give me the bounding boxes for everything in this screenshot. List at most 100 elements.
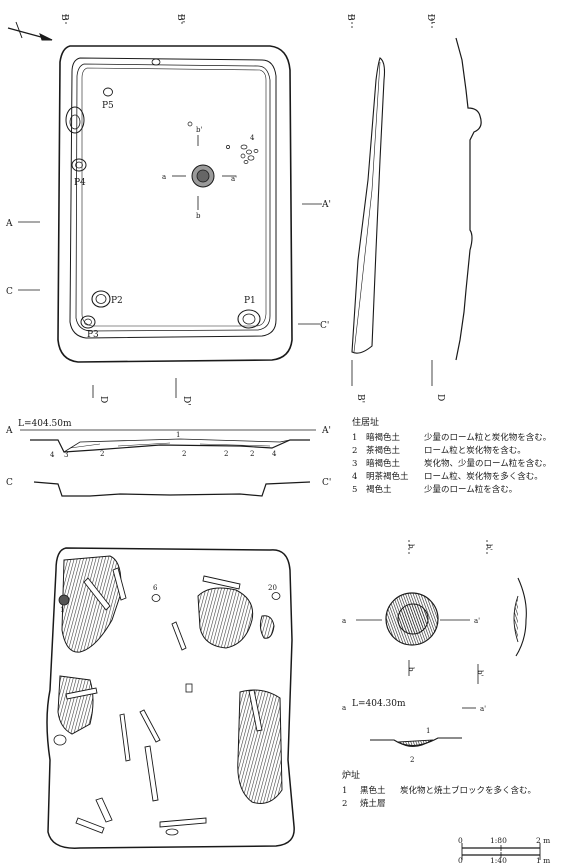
pit-p2-inner	[95, 294, 107, 304]
label-section-c: C	[6, 478, 13, 488]
label-p4: P4	[74, 178, 86, 188]
hearth-layer-1: 1	[426, 727, 430, 735]
label-section-b-prime: B'	[355, 394, 365, 403]
layer-label-4a: 4	[50, 451, 55, 459]
label-section-b: B	[345, 14, 355, 21]
hearth-label-a-prime: a'	[474, 617, 480, 625]
label-a-prime: A'	[321, 200, 331, 210]
hearth-plan-inner	[196, 169, 210, 183]
label-hearth-a: a	[162, 173, 166, 181]
hearth-label-b-prime-bottom: b'	[476, 670, 484, 676]
scale-bottom-zero: 0	[458, 856, 463, 865]
floor-finds	[53, 592, 281, 836]
floor-number-6: 6	[153, 584, 158, 592]
section-a	[20, 429, 316, 453]
hearth-detail	[356, 540, 527, 747]
wall-post	[151, 58, 161, 66]
hearth-section-label-a: a	[342, 704, 346, 712]
scale-top-end: 2 m	[536, 836, 551, 845]
elevation-hearth: L=404.30m	[352, 699, 406, 709]
layer-label-1: 1	[176, 431, 180, 439]
label-c-prime: C'	[320, 321, 329, 331]
label-feature-4: 4	[250, 134, 255, 142]
label-d-prime: D'	[181, 396, 191, 406]
dwelling-inner-wall	[69, 57, 277, 339]
label-b: B	[59, 14, 69, 21]
label-section-a-prime: A'	[321, 426, 331, 436]
dwelling-floor-edge	[75, 63, 271, 332]
pit-p1	[237, 309, 261, 329]
layer-label-2a: 2	[100, 450, 104, 458]
layer-label-2b: 2	[182, 450, 186, 458]
hearth-section-b	[515, 577, 527, 657]
charred-area-5	[259, 615, 275, 639]
label-hearth-a-prime: a'	[231, 175, 237, 183]
layer-label-4b: 4	[272, 450, 277, 458]
pit-p1-inner	[242, 313, 256, 325]
legend-hearth-title: 炉址	[342, 771, 361, 781]
pit-p5	[103, 87, 113, 97]
stone-cluster	[187, 121, 259, 164]
section-guide-lines	[18, 14, 322, 398]
floor-number-20: 20	[268, 584, 277, 592]
hearth-section-label-a-prime: a'	[480, 705, 486, 713]
hearth-detail-inner	[397, 603, 429, 635]
floor-plan-outline	[46, 547, 295, 849]
scale-top-ratio: 1:80	[490, 836, 507, 845]
label-p1: P1	[244, 296, 256, 306]
label-section-c-prime: C'	[322, 478, 331, 488]
hearth-label-a: a	[342, 617, 346, 625]
pit-large	[65, 106, 85, 134]
label-c: C	[6, 287, 13, 297]
hearth-label-b-prime: b'	[485, 544, 493, 550]
label-section-a: A	[5, 426, 13, 436]
section-b-long	[351, 14, 482, 386]
elevation-house: L=404.50m	[18, 419, 72, 429]
label-p5: P5	[102, 101, 114, 111]
layer-label-2d: 2	[250, 450, 254, 458]
label-section-d-prime: D'	[425, 14, 435, 24]
hearth-label-b-bottom: b	[407, 667, 415, 672]
charred-area-3	[237, 689, 283, 804]
label-d: D	[98, 396, 108, 403]
north-arrow	[7, 21, 53, 41]
legend-house-title: 住居址	[352, 418, 380, 428]
label-section-d: D	[435, 394, 445, 401]
floor-plan	[46, 547, 295, 849]
layer-label-3: 3	[64, 451, 68, 459]
charred-timbers	[65, 567, 263, 834]
label-p3: P3	[87, 330, 99, 340]
section-c	[33, 481, 311, 497]
layer-label-2c: 2	[224, 450, 228, 458]
scale-top-zero: 0	[458, 836, 463, 845]
scale-bottom-ratio: 1:40	[490, 856, 507, 865]
hearth-label-b: b	[407, 544, 415, 549]
pit-p4	[71, 158, 87, 172]
pit-p3	[80, 315, 96, 329]
scale-bottom-end: 1 m	[536, 856, 551, 865]
scale-bars	[461, 843, 541, 860]
pit-p2	[91, 290, 111, 308]
label-a: A	[5, 219, 13, 229]
pit-p3-inner	[84, 318, 92, 326]
charred-area-2	[197, 587, 254, 649]
charred-area-1	[61, 555, 122, 653]
label-b-prime: B'	[175, 14, 185, 23]
floor-number-1: 1	[60, 606, 64, 614]
label-p2: P2	[111, 296, 123, 306]
label-hearth-b: b'	[196, 126, 202, 134]
charred-area-4	[57, 675, 94, 735]
section-d-profile	[455, 37, 482, 361]
pit-large-inner	[69, 114, 81, 130]
dwelling-plan	[57, 45, 293, 363]
hearth-layer-2: 2	[410, 756, 414, 764]
